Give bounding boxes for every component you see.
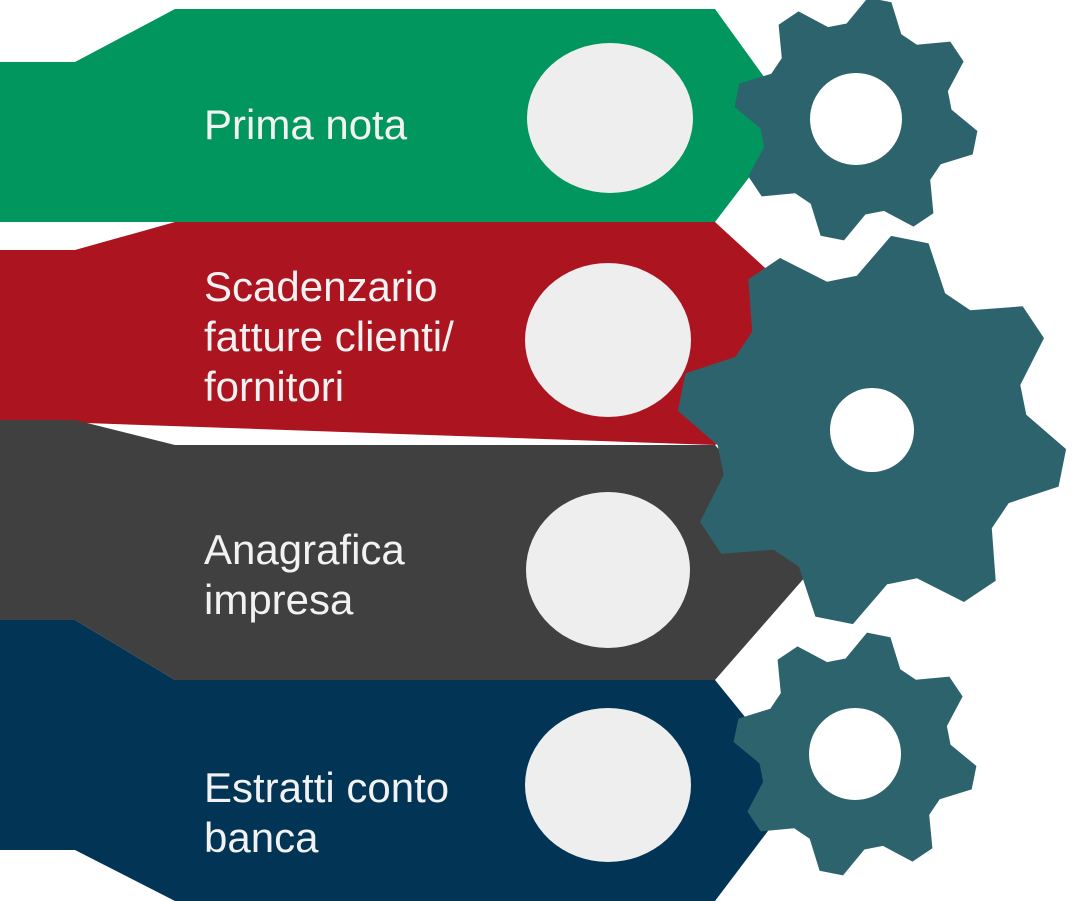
circle-marker [525,708,691,862]
band-anagrafica [0,420,820,680]
gear-icon [733,632,977,876]
circle-marker [527,43,693,193]
circle-marker [526,492,690,648]
gear-icon [734,0,978,241]
gear-icon [677,235,1067,625]
circle-marker [525,263,691,417]
